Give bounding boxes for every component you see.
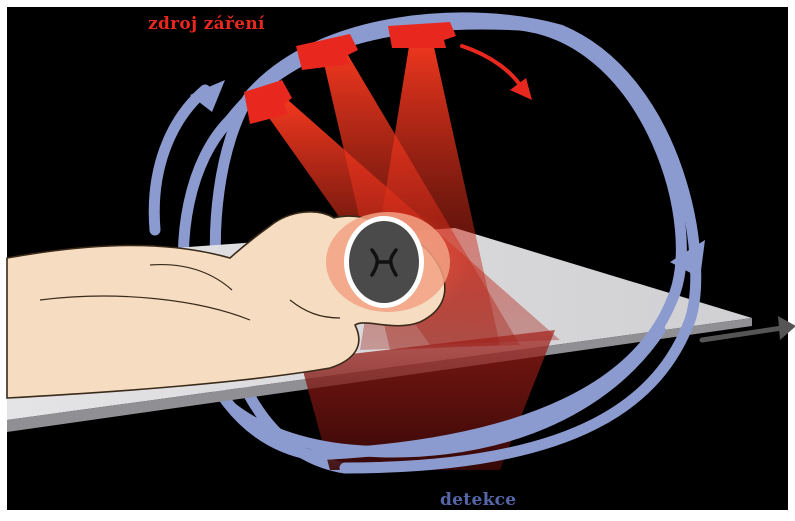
detection-label: detekce bbox=[440, 490, 516, 510]
brain-slice bbox=[326, 212, 450, 312]
source-label: zdroj záření bbox=[148, 14, 265, 34]
